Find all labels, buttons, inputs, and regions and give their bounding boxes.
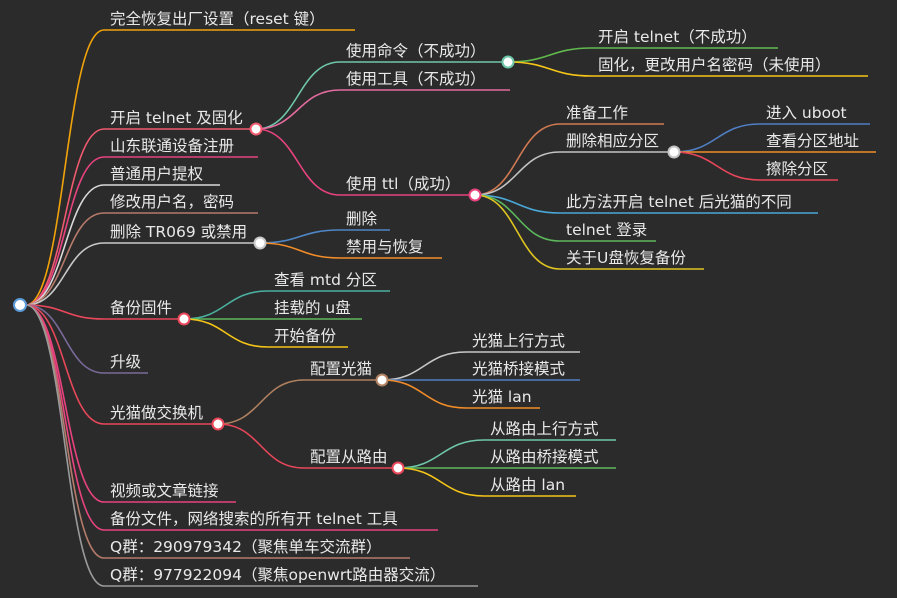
node-label-n2c2c[interactable]: 擦除分区	[766, 160, 828, 178]
node-label-n3[interactable]: 山东联通设备注册	[110, 137, 234, 155]
node-label-n2c2a[interactable]: 进入 uboot	[766, 104, 847, 122]
node-label-n2[interactable]: 开启 telnet 及固化	[110, 109, 243, 127]
node-label-n9a2[interactable]: 光猫桥接模式	[472, 360, 565, 378]
node-label-n7b[interactable]: 挂载的 u盘	[274, 298, 351, 317]
node-label-n9b3[interactable]: 从路由 lan	[490, 476, 565, 494]
node-label-n9b1[interactable]: 从路由上行方式	[490, 420, 599, 438]
node-label-n13[interactable]: Q群：977922094（聚焦openwrt路由器交流）	[110, 566, 445, 584]
collapse-toggle-n9[interactable]	[211, 417, 225, 431]
connector-n13	[25, 304, 105, 587]
node-label-n2c4[interactable]: telnet 登录	[566, 221, 647, 239]
dot-layer	[13, 55, 681, 475]
node-label-n2c5[interactable]: 关于U盘恢复备份	[566, 248, 686, 267]
collapse-toggle-n9b[interactable]	[391, 461, 405, 475]
connector-n1	[25, 29, 105, 306]
connector-n2c3	[474, 194, 561, 214]
node-label-n2c1[interactable]: 准备工作	[566, 104, 628, 122]
collapse-toggle-n2a[interactable]	[501, 55, 515, 69]
collapse-toggle-n2c2[interactable]	[667, 145, 681, 159]
connector-n2a	[255, 61, 341, 130]
node-label-n9a3[interactable]: 光猫 lan	[472, 388, 532, 406]
node-label-n1[interactable]: 完全恢复出厂设置（reset 键）	[110, 10, 325, 28]
node-label-n9a[interactable]: 配置光猫	[310, 360, 372, 378]
node-label-n5[interactable]: 修改用户名，密码	[110, 193, 234, 211]
collapse-toggle-n9a[interactable]	[375, 373, 389, 387]
connector-n10	[25, 304, 105, 503]
connector-n4	[25, 184, 105, 306]
connector-n7	[25, 304, 105, 320]
node-label-n2c2b[interactable]: 查看分区地址	[766, 132, 859, 150]
node-label-n9b[interactable]: 配置从路由	[310, 448, 388, 466]
connector-n2c	[255, 128, 341, 196]
connector-n9b3	[397, 467, 485, 497]
node-label-n2c2[interactable]: 删除相应分区	[566, 131, 659, 150]
connector-n9a	[217, 379, 305, 425]
node-label-n7c[interactable]: 开始备份	[274, 327, 337, 345]
collapse-toggle-n2[interactable]	[249, 122, 263, 136]
connector-n2a1	[507, 47, 593, 63]
collapse-toggle-n7[interactable]	[177, 312, 191, 326]
connector-n7a	[183, 290, 269, 320]
label-layer: 完全恢复出厂设置（reset 键） 开启 telnet 及固化 使用命令（不成功） 开…	[110, 10, 859, 584]
root-node[interactable]	[13, 298, 27, 312]
connector-n12	[25, 304, 105, 559]
node-label-n2a1[interactable]: 开启 telnet（不成功）	[598, 28, 757, 46]
connector-n3	[25, 156, 105, 306]
node-label-n9[interactable]: 光猫做交换机	[110, 404, 204, 422]
connector-n2a2	[507, 61, 593, 77]
connector-n6b	[259, 242, 341, 259]
connector-n8	[25, 304, 105, 374]
connector-n2c5	[474, 194, 561, 270]
node-label-n12[interactable]: Q群：290979342（聚焦单车交流群）	[110, 538, 381, 556]
node-label-n2c3[interactable]: 此方法开启 telnet 后光猫的不同	[566, 193, 792, 211]
node-label-n6b[interactable]: 禁用与恢复	[346, 238, 424, 256]
node-label-n7a[interactable]: 查看 mtd 分区	[274, 271, 377, 289]
connector-n2c2c	[673, 151, 761, 181]
collapse-toggle-n2c[interactable]	[468, 188, 482, 202]
node-label-n2a[interactable]: 使用命令（不成功）	[346, 42, 486, 60]
connector-n7c	[183, 318, 269, 348]
connector-n2c2a	[673, 123, 761, 153]
connector-n2c4	[474, 194, 561, 242]
connector-n2c1	[474, 123, 561, 196]
connector-n6a	[259, 229, 341, 244]
node-label-n6[interactable]: 删除 TR069 或禁用	[110, 223, 247, 241]
node-label-n8[interactable]: 升级	[110, 353, 141, 371]
node-label-n11[interactable]: 备份文件，网络搜索的所有开 telnet 工具	[110, 510, 398, 528]
node-label-n2c[interactable]: 使用 ttl（成功）	[346, 175, 460, 193]
node-label-n6a[interactable]: 删除	[346, 210, 378, 228]
underline-layer	[104, 29, 876, 587]
connector-n6	[25, 242, 105, 306]
node-label-n4[interactable]: 普通用户提权	[110, 165, 203, 183]
node-label-n2b[interactable]: 使用工具（不成功）	[346, 70, 486, 88]
node-label-n9a1[interactable]: 光猫上行方式	[472, 332, 565, 350]
node-label-n7[interactable]: 备份固件	[110, 299, 172, 317]
connector-n9a3	[381, 379, 467, 409]
collapse-toggle-n6[interactable]	[253, 236, 267, 250]
node-label-n9b2[interactable]: 从路由桥接模式	[490, 448, 599, 466]
connector-n5	[25, 212, 105, 306]
connector-layer	[25, 29, 761, 587]
node-label-n10[interactable]: 视频或文章链接	[110, 482, 219, 500]
connector-n9b1	[397, 439, 485, 469]
node-label-n2a2[interactable]: 固化，更改用户名密码（未使用）	[598, 56, 831, 74]
connector-n9a1	[381, 351, 467, 381]
connector-n9	[25, 304, 105, 425]
connector-n2b	[255, 89, 341, 130]
connector-n2c2	[474, 151, 561, 196]
connector-n9b	[217, 423, 305, 469]
